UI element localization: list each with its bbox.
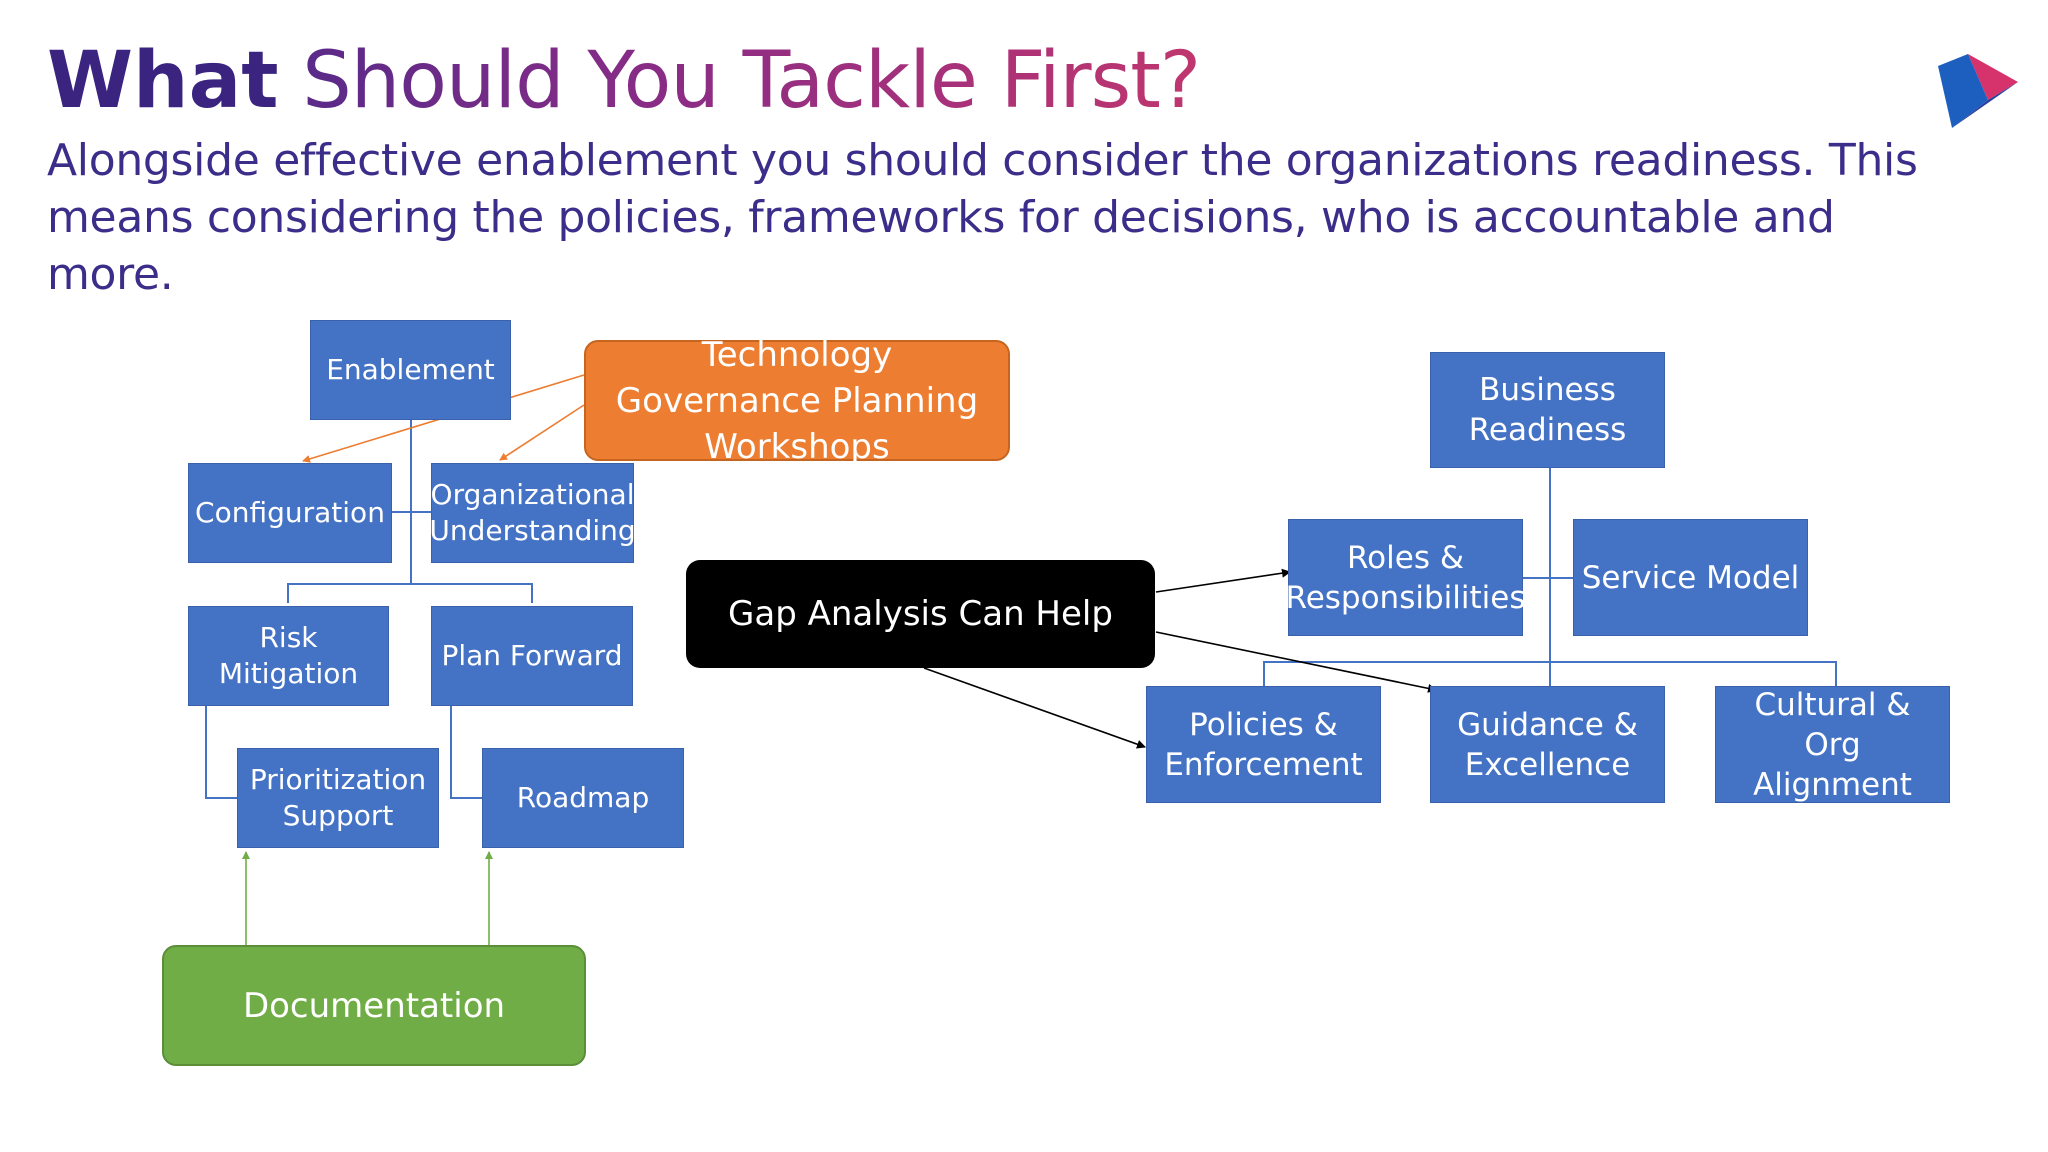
node-enablement: Enablement xyxy=(310,320,511,420)
play-triangle-logo-icon xyxy=(1938,54,2018,128)
node-plan-forward: Plan Forward xyxy=(431,606,633,706)
node-prioritization-support: Prioritization Support xyxy=(237,748,439,848)
right-tree-connectors xyxy=(1263,468,1837,686)
node-service-model: Service Model xyxy=(1573,519,1808,636)
node-organizational-understanding: Organizational Understanding xyxy=(429,463,636,563)
node-risk-mitigation: Risk Mitigation xyxy=(188,606,389,706)
page-subtitle: Alongside effective enablement you shoul… xyxy=(47,135,1918,300)
callout-documentation: Documentation xyxy=(162,945,586,1066)
left-tree-connectors xyxy=(205,420,533,799)
page-title: What Should You Tackle First? xyxy=(47,36,1201,126)
callout-gap-analysis: Gap Analysis Can Help xyxy=(686,560,1155,668)
node-configuration: Configuration xyxy=(188,463,392,563)
node-business-readiness: Business Readiness xyxy=(1430,352,1665,468)
title-bold: What xyxy=(47,36,279,126)
node-roles-responsibilities: Roles & Responsibilities xyxy=(1286,519,1525,636)
title-rest: Should You Tackle First? xyxy=(302,36,1201,126)
node-cultural-alignment: Cultural & Org Alignment xyxy=(1715,686,1950,803)
node-policies-enforcement: Policies & Enforcement xyxy=(1146,686,1381,803)
node-guidance-excellence: Guidance & Excellence xyxy=(1430,686,1665,803)
node-roadmap: Roadmap xyxy=(482,748,684,848)
callout-technology-governance: Technology Governance Planning Workshops xyxy=(584,335,1010,467)
